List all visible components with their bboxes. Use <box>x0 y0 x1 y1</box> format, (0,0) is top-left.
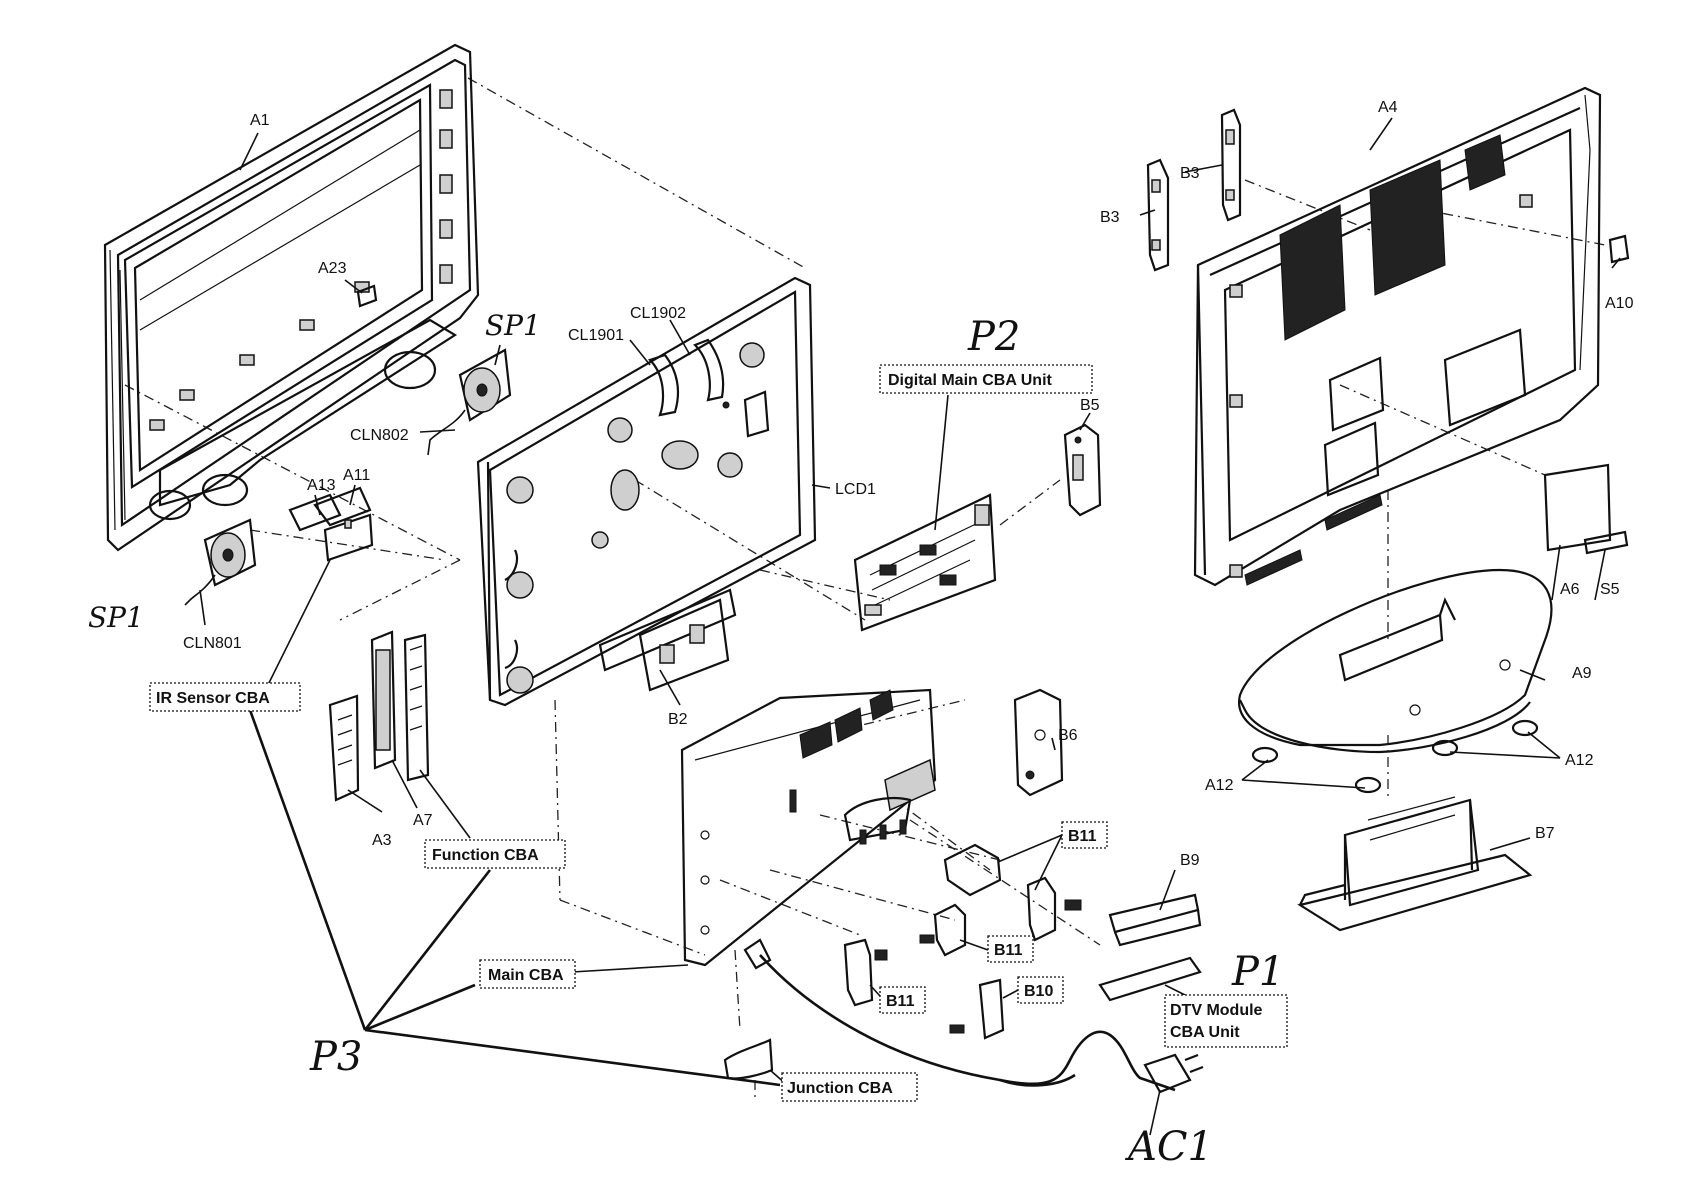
label-a4: A4 <box>1378 99 1398 116</box>
label-sp1-left: SP1 <box>88 601 144 634</box>
rear-cabinet-a4 <box>1193 86 1602 587</box>
speaker-sp1-top <box>427 344 512 456</box>
bracket-b6 <box>1013 688 1064 797</box>
label-b3-b: B3 <box>1100 209 1120 226</box>
label-cl1902: CL1902 <box>630 305 686 322</box>
box-junction: Junction CBA <box>787 1080 893 1097</box>
bracket-b3-pair <box>1146 108 1242 272</box>
label-sticker-a23 <box>344 279 378 308</box>
box-ir-sensor: IR Sensor CBA <box>156 690 270 707</box>
label-p2: P2 <box>967 314 1020 360</box>
label-b6: B6 <box>1058 727 1078 744</box>
brackets-b9-b10-b11 <box>843 843 1202 1040</box>
junction-cba-piece <box>723 1038 774 1080</box>
speaker-sp1-left <box>184 518 257 606</box>
label-a12-right: A12 <box>1565 752 1594 769</box>
part-labels: A1 A23 SP1 CLN802 A13 A11 SP1 CLN801 CL1… <box>88 99 1634 1170</box>
box-b10: B10 <box>1024 983 1053 1000</box>
assembly-guide-lines <box>124 77 1606 1100</box>
label-cln802: CLN802 <box>350 427 409 444</box>
box-b11-mid: B11 <box>994 942 1023 959</box>
box-main: Main CBA <box>488 967 564 984</box>
boxed-labels: Digital Main CBA Unit IR Sensor CBA Func… <box>149 364 1288 1102</box>
bracket-b5 <box>1063 423 1102 517</box>
label-b3-a: B3 <box>1180 165 1200 182</box>
label-a13: A13 <box>307 477 336 494</box>
label-a6: A6 <box>1560 581 1580 598</box>
label-p3: P3 <box>309 1034 362 1080</box>
label-a1: A1 <box>250 112 270 129</box>
main-cba-board <box>680 688 937 967</box>
box-digital-main: Digital Main CBA Unit <box>888 372 1053 389</box>
box-dtv-line1: DTV Module <box>1170 1002 1263 1019</box>
clip-a10 <box>1608 234 1630 264</box>
leader-lines <box>199 117 1621 1136</box>
stand-base-a9 <box>1238 568 1553 794</box>
label-a23: A23 <box>318 260 347 277</box>
box-function: Function CBA <box>432 847 539 864</box>
sheet-a6-s5 <box>1543 463 1629 555</box>
bracket-a13-a11 <box>288 486 374 562</box>
stand-bracket-b7 <box>1297 796 1533 932</box>
front-bezel-a1 <box>103 43 480 552</box>
label-cl1901: CL1901 <box>568 327 624 344</box>
label-a11: A11 <box>343 467 370 484</box>
label-lcd1: LCD1 <box>835 481 876 498</box>
label-cln801: CLN801 <box>183 635 242 652</box>
label-a10: A10 <box>1605 295 1634 312</box>
label-s5: S5 <box>1600 581 1620 598</box>
label-b5: B5 <box>1080 397 1100 414</box>
power-cord-ac1 <box>743 938 1204 1094</box>
box-dtv-line2: CBA Unit <box>1170 1024 1240 1041</box>
lcd-panel-lcd1 <box>476 276 817 707</box>
label-a3: A3 <box>372 832 392 849</box>
label-sp1-top: SP1 <box>485 309 541 342</box>
box-b11-bot: B11 <box>886 993 915 1010</box>
ir-function-boards <box>328 630 430 802</box>
label-ac1: AC1 <box>1124 1124 1213 1170</box>
p3-leader-lines <box>248 709 781 1087</box>
label-b2: B2 <box>668 711 688 728</box>
label-a9: A9 <box>1572 665 1592 682</box>
digital-main-cba <box>853 493 997 632</box>
label-b9: B9 <box>1180 852 1200 869</box>
box-b11-top: B11 <box>1068 828 1097 845</box>
label-a12-left: A12 <box>1205 777 1234 794</box>
label-p1: P1 <box>1231 949 1284 995</box>
label-a7: A7 <box>413 812 433 829</box>
label-b7: B7 <box>1535 825 1555 842</box>
